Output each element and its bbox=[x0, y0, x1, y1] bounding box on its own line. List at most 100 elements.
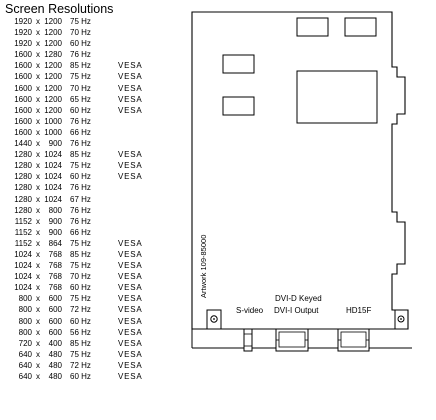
resolution-row: 1600 x 1000 76 Hz bbox=[5, 116, 180, 127]
resolution-height: 1024 bbox=[44, 183, 62, 193]
resolution-row: 800 x 600 60 Hz VESA bbox=[5, 316, 180, 327]
resolution-height: 768 bbox=[48, 283, 62, 293]
refresh-rate: 75 Hz bbox=[70, 294, 91, 304]
refresh-rate: 60 Hz bbox=[70, 372, 91, 381]
resolution-times: x bbox=[36, 28, 40, 38]
resolution-width: 1280 bbox=[14, 205, 32, 215]
resolution-times: x bbox=[36, 39, 40, 49]
resolution-times: x bbox=[36, 283, 40, 293]
resolution-height: 1200 bbox=[44, 28, 62, 38]
refresh-rate: 75 Hz bbox=[70, 72, 91, 82]
resolution-height: 1200 bbox=[44, 94, 62, 104]
resolution-times: x bbox=[36, 61, 40, 71]
resolution-times: x bbox=[36, 72, 40, 82]
resolution-times: x bbox=[36, 360, 40, 370]
hd15f-connector bbox=[337, 328, 370, 352]
resolution-row: 1024 x 768 85 Hz VESA bbox=[5, 249, 180, 260]
resolution-row: 800 x 600 72 Hz VESA bbox=[5, 304, 180, 315]
resolution-row: 800 x 600 56 Hz VESA bbox=[5, 327, 180, 338]
resolution-row: 1600 x 1200 70 Hz VESA bbox=[5, 83, 180, 94]
resolution-width: 1280 bbox=[14, 194, 32, 204]
resolution-height: 1200 bbox=[44, 72, 62, 82]
resolution-height: 1024 bbox=[44, 194, 62, 204]
refresh-rate: 66 Hz bbox=[70, 127, 91, 137]
resolution-width: 1920 bbox=[14, 39, 32, 49]
resolution-row: 1600 x 1000 66 Hz bbox=[5, 127, 180, 138]
resolution-height: 480 bbox=[48, 349, 62, 359]
resolution-width: 1600 bbox=[14, 83, 32, 93]
resolution-row: 1600 x 1200 75 Hz VESA bbox=[5, 71, 180, 82]
resolution-row: 1920 x 1200 60 Hz bbox=[5, 38, 180, 49]
resolution-height: 1200 bbox=[44, 83, 62, 93]
resolution-width: 1024 bbox=[14, 249, 32, 259]
resolution-width: 1600 bbox=[14, 72, 32, 82]
screw-left-center bbox=[213, 318, 215, 320]
resolution-height: 1200 bbox=[44, 17, 62, 26]
resolution-row: 1280 x 1024 85 Hz VESA bbox=[5, 149, 180, 160]
refresh-rate: 66 Hz bbox=[70, 227, 91, 237]
resolution-row: 1600 x 1200 65 Hz VESA bbox=[5, 94, 180, 105]
resolution-times: x bbox=[36, 183, 40, 193]
memory-chip bbox=[344, 17, 377, 37]
resolution-row: 1152 x 900 66 Hz bbox=[5, 227, 180, 238]
resolution-width: 1280 bbox=[14, 172, 32, 182]
vesa-flag: VESA bbox=[118, 338, 143, 348]
resolution-times: x bbox=[36, 294, 40, 304]
resolution-times: x bbox=[36, 83, 40, 93]
refresh-rate: 76 Hz bbox=[70, 116, 91, 126]
resolution-width: 1600 bbox=[14, 127, 32, 137]
screw-bracket-left bbox=[206, 309, 222, 330]
resolution-width: 1152 bbox=[14, 238, 32, 248]
resolution-times: x bbox=[36, 105, 40, 115]
card-outline bbox=[191, 11, 409, 330]
resolution-times: x bbox=[36, 372, 40, 381]
refresh-rate: 85 Hz bbox=[70, 150, 91, 160]
resolution-times: x bbox=[36, 216, 40, 226]
resolution-row: 1152 x 864 75 Hz VESA bbox=[5, 238, 180, 249]
refresh-rate: 70 Hz bbox=[70, 272, 91, 282]
resolution-times: x bbox=[36, 172, 40, 182]
vesa-flag: VESA bbox=[118, 294, 143, 304]
resolution-width: 1152 bbox=[14, 227, 32, 237]
resolution-height: 1024 bbox=[44, 161, 62, 171]
refresh-rate: 75 Hz bbox=[70, 261, 91, 271]
resolution-width: 1600 bbox=[14, 105, 32, 115]
refresh-rate: 76 Hz bbox=[70, 216, 91, 226]
resolution-width: 1600 bbox=[14, 50, 32, 60]
resolution-times: x bbox=[36, 305, 40, 315]
vesa-flag: VESA bbox=[118, 316, 143, 326]
resolution-height: 480 bbox=[48, 372, 62, 381]
refresh-rate: 56 Hz bbox=[70, 327, 91, 337]
memory-chip bbox=[222, 54, 255, 74]
vesa-flag: VESA bbox=[118, 305, 143, 315]
resolution-times: x bbox=[36, 227, 40, 237]
memory-chip bbox=[222, 96, 255, 116]
resolution-width: 1024 bbox=[14, 261, 32, 271]
vesa-flag: VESA bbox=[118, 349, 143, 359]
resolution-height: 1000 bbox=[44, 127, 62, 137]
resolution-width: 1280 bbox=[14, 161, 32, 171]
vesa-flag: VESA bbox=[118, 61, 143, 71]
refresh-rate: 60 Hz bbox=[70, 283, 91, 293]
vesa-flag: VESA bbox=[118, 249, 143, 259]
resolution-width: 640 bbox=[18, 360, 32, 370]
resolution-row: 1920 x 1200 70 Hz bbox=[5, 27, 180, 38]
screw-right bbox=[397, 315, 405, 323]
resolution-height: 600 bbox=[48, 316, 62, 326]
resolution-row: 1024 x 768 70 Hz VESA bbox=[5, 271, 180, 282]
resolution-times: x bbox=[36, 272, 40, 282]
resolution-row: 1600 x 1200 85 Hz VESA bbox=[5, 60, 180, 71]
resolution-times: x bbox=[36, 316, 40, 326]
resolution-row: 1600 x 1280 76 Hz bbox=[5, 49, 180, 60]
resolution-times: x bbox=[36, 327, 40, 337]
refresh-rate: 70 Hz bbox=[70, 28, 91, 38]
resolution-width: 1600 bbox=[14, 94, 32, 104]
resolutions-title: Screen Resolutions bbox=[5, 2, 114, 16]
resolution-height: 600 bbox=[48, 305, 62, 315]
refresh-rate: 60 Hz bbox=[70, 172, 91, 182]
resolution-row: 1024 x 768 75 Hz VESA bbox=[5, 260, 180, 271]
resolution-row: 1600 x 1200 60 Hz VESA bbox=[5, 105, 180, 116]
vesa-flag: VESA bbox=[118, 72, 143, 82]
resolution-row: 1280 x 1024 75 Hz VESA bbox=[5, 160, 180, 171]
